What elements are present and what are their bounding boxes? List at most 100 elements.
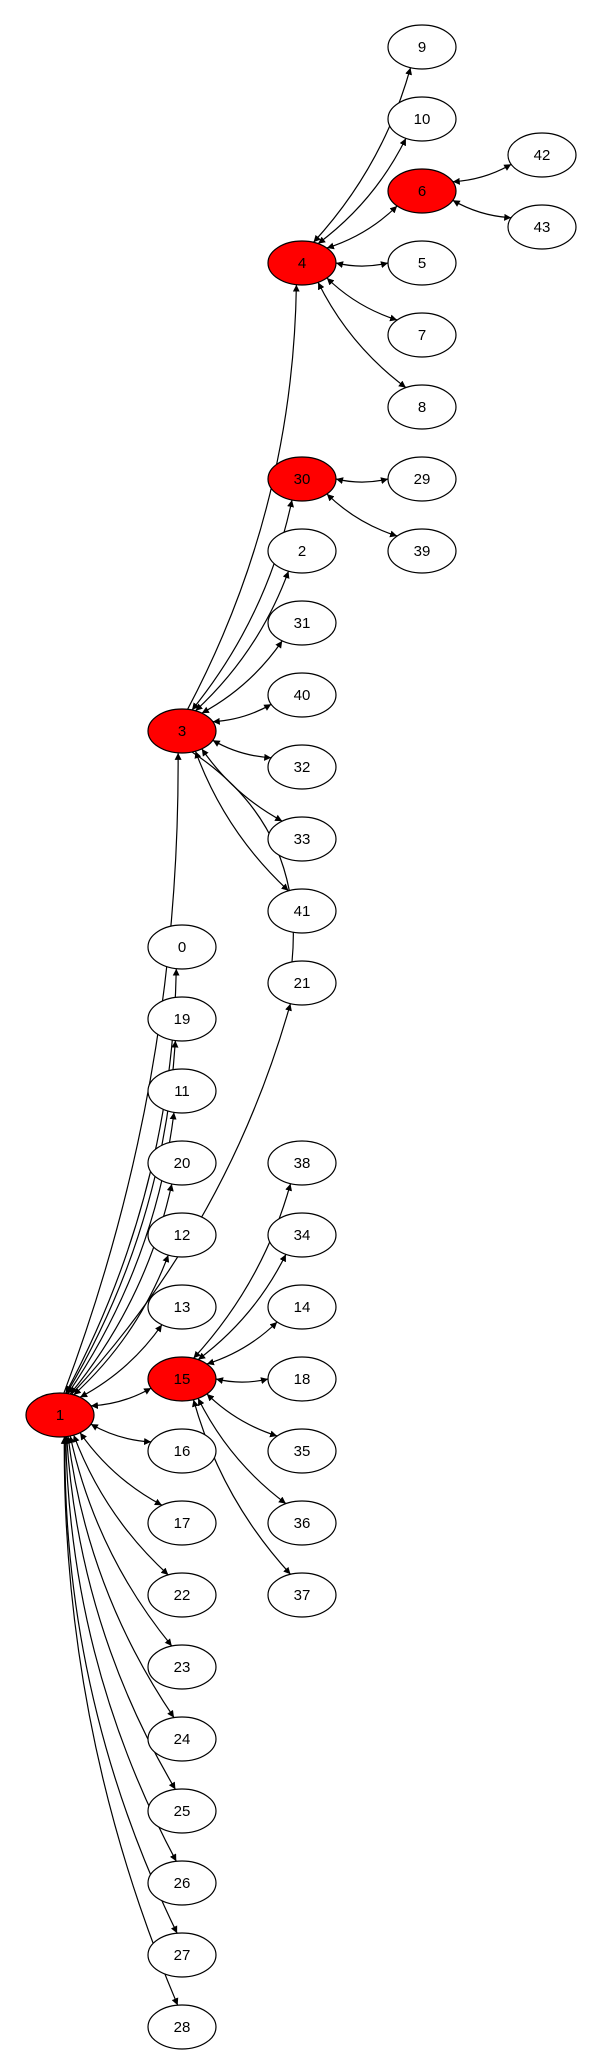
node-32[interactable]: 32	[267, 744, 337, 790]
node-ellipse-41	[267, 888, 337, 934]
node-label-31: 31	[294, 615, 311, 632]
node-39[interactable]: 39	[387, 528, 457, 574]
node-3[interactable]: 3	[147, 708, 217, 754]
node-33[interactable]: 33	[267, 816, 337, 862]
edge-4-9	[313, 67, 412, 243]
node-ellipse-40	[267, 672, 337, 718]
node-label-11: 11	[174, 1083, 190, 1100]
node-ellipse-12	[147, 1212, 217, 1258]
node-label-4: 4	[298, 255, 306, 272]
node-ellipse-14	[267, 1284, 337, 1330]
node-ellipse-37	[267, 1572, 337, 1618]
node-28[interactable]: 28	[147, 2004, 217, 2050]
node-label-38: 38	[294, 1155, 311, 1172]
node-37[interactable]: 37	[267, 1572, 337, 1618]
node-label-24: 24	[174, 1731, 191, 1748]
node-ellipse-6	[387, 168, 457, 214]
node-5[interactable]: 5	[387, 240, 457, 286]
node-18[interactable]: 18	[267, 1356, 337, 1402]
node-ellipse-32	[267, 744, 337, 790]
node-42[interactable]: 42	[507, 132, 577, 178]
node-7[interactable]: 7	[387, 312, 457, 358]
node-31[interactable]: 31	[267, 600, 337, 646]
node-ellipse-13	[147, 1284, 217, 1330]
edge-1-21	[71, 1003, 292, 1395]
node-23[interactable]: 23	[147, 1644, 217, 1690]
node-label-2: 2	[298, 543, 306, 560]
node-ellipse-20	[147, 1140, 217, 1186]
node-26[interactable]: 26	[147, 1860, 217, 1906]
node-8[interactable]: 8	[387, 384, 457, 430]
node-4[interactable]: 4	[267, 240, 337, 286]
node-19[interactable]: 19	[147, 996, 217, 1042]
node-label-25: 25	[174, 1803, 191, 1820]
edge-3-40	[212, 703, 272, 725]
node-36[interactable]: 36	[267, 1500, 337, 1546]
node-label-34: 34	[294, 1227, 311, 1244]
node-label-23: 23	[174, 1659, 191, 1676]
node-label-29: 29	[414, 471, 431, 488]
node-17[interactable]: 17	[147, 1500, 217, 1546]
node-ellipse-43	[507, 204, 577, 250]
edge-6-43	[452, 199, 512, 221]
node-41[interactable]: 41	[267, 888, 337, 934]
node-29[interactable]: 29	[387, 456, 457, 502]
node-label-33: 33	[294, 831, 311, 848]
node-12[interactable]: 12	[147, 1212, 217, 1258]
node-ellipse-16	[147, 1428, 217, 1474]
node-label-27: 27	[174, 1947, 191, 1964]
node-22[interactable]: 22	[147, 1572, 217, 1618]
node-label-12: 12	[174, 1227, 191, 1244]
node-label-0: 0	[178, 939, 186, 956]
edge-3-31	[201, 640, 283, 714]
node-label-26: 26	[174, 1875, 191, 1892]
edge-1-16	[90, 1423, 152, 1446]
node-6[interactable]: 6	[387, 168, 457, 214]
node-label-9: 9	[418, 39, 426, 56]
node-2[interactable]: 2	[267, 528, 337, 574]
node-10[interactable]: 10	[387, 96, 457, 142]
node-11[interactable]: 11	[147, 1068, 217, 1114]
node-34[interactable]: 34	[267, 1212, 337, 1258]
node-25[interactable]: 25	[147, 1788, 217, 1834]
node-label-1: 1	[56, 1407, 64, 1424]
node-ellipse-30	[267, 456, 337, 502]
node-ellipse-27	[147, 1932, 217, 1978]
node-label-39: 39	[414, 543, 431, 560]
node-35[interactable]: 35	[267, 1428, 337, 1474]
node-16[interactable]: 16	[147, 1428, 217, 1474]
node-9[interactable]: 9	[387, 24, 457, 70]
node-label-30: 30	[294, 471, 311, 488]
node-ellipse-9	[387, 24, 457, 70]
edge-15-37	[192, 1399, 291, 1575]
node-30[interactable]: 30	[267, 456, 337, 502]
node-13[interactable]: 13	[147, 1284, 217, 1330]
edge-4-7	[326, 277, 398, 322]
node-15[interactable]: 15	[147, 1356, 217, 1402]
node-ellipse-8	[387, 384, 457, 430]
edge-3-41	[194, 750, 289, 892]
node-14[interactable]: 14	[267, 1284, 337, 1330]
node-ellipse-39	[387, 528, 457, 574]
node-label-17: 17	[174, 1515, 191, 1532]
node-27[interactable]: 27	[147, 1932, 217, 1978]
node-43[interactable]: 43	[507, 204, 577, 250]
node-label-10: 10	[414, 111, 431, 128]
node-label-35: 35	[294, 1443, 311, 1460]
node-38[interactable]: 38	[267, 1140, 337, 1186]
node-21[interactable]: 21	[267, 960, 337, 1006]
node-label-3: 3	[178, 723, 186, 740]
node-40[interactable]: 40	[267, 672, 337, 718]
node-1[interactable]: 1	[25, 1392, 95, 1438]
node-0[interactable]: 0	[147, 924, 217, 970]
node-24[interactable]: 24	[147, 1716, 217, 1762]
node-ellipse-22	[147, 1572, 217, 1618]
node-label-6: 6	[418, 183, 426, 200]
node-ellipse-36	[267, 1500, 337, 1546]
edge-3-4	[187, 284, 300, 710]
node-label-7: 7	[418, 327, 426, 344]
node-20[interactable]: 20	[147, 1140, 217, 1186]
node-ellipse-15	[147, 1356, 217, 1402]
node-label-5: 5	[418, 255, 426, 272]
